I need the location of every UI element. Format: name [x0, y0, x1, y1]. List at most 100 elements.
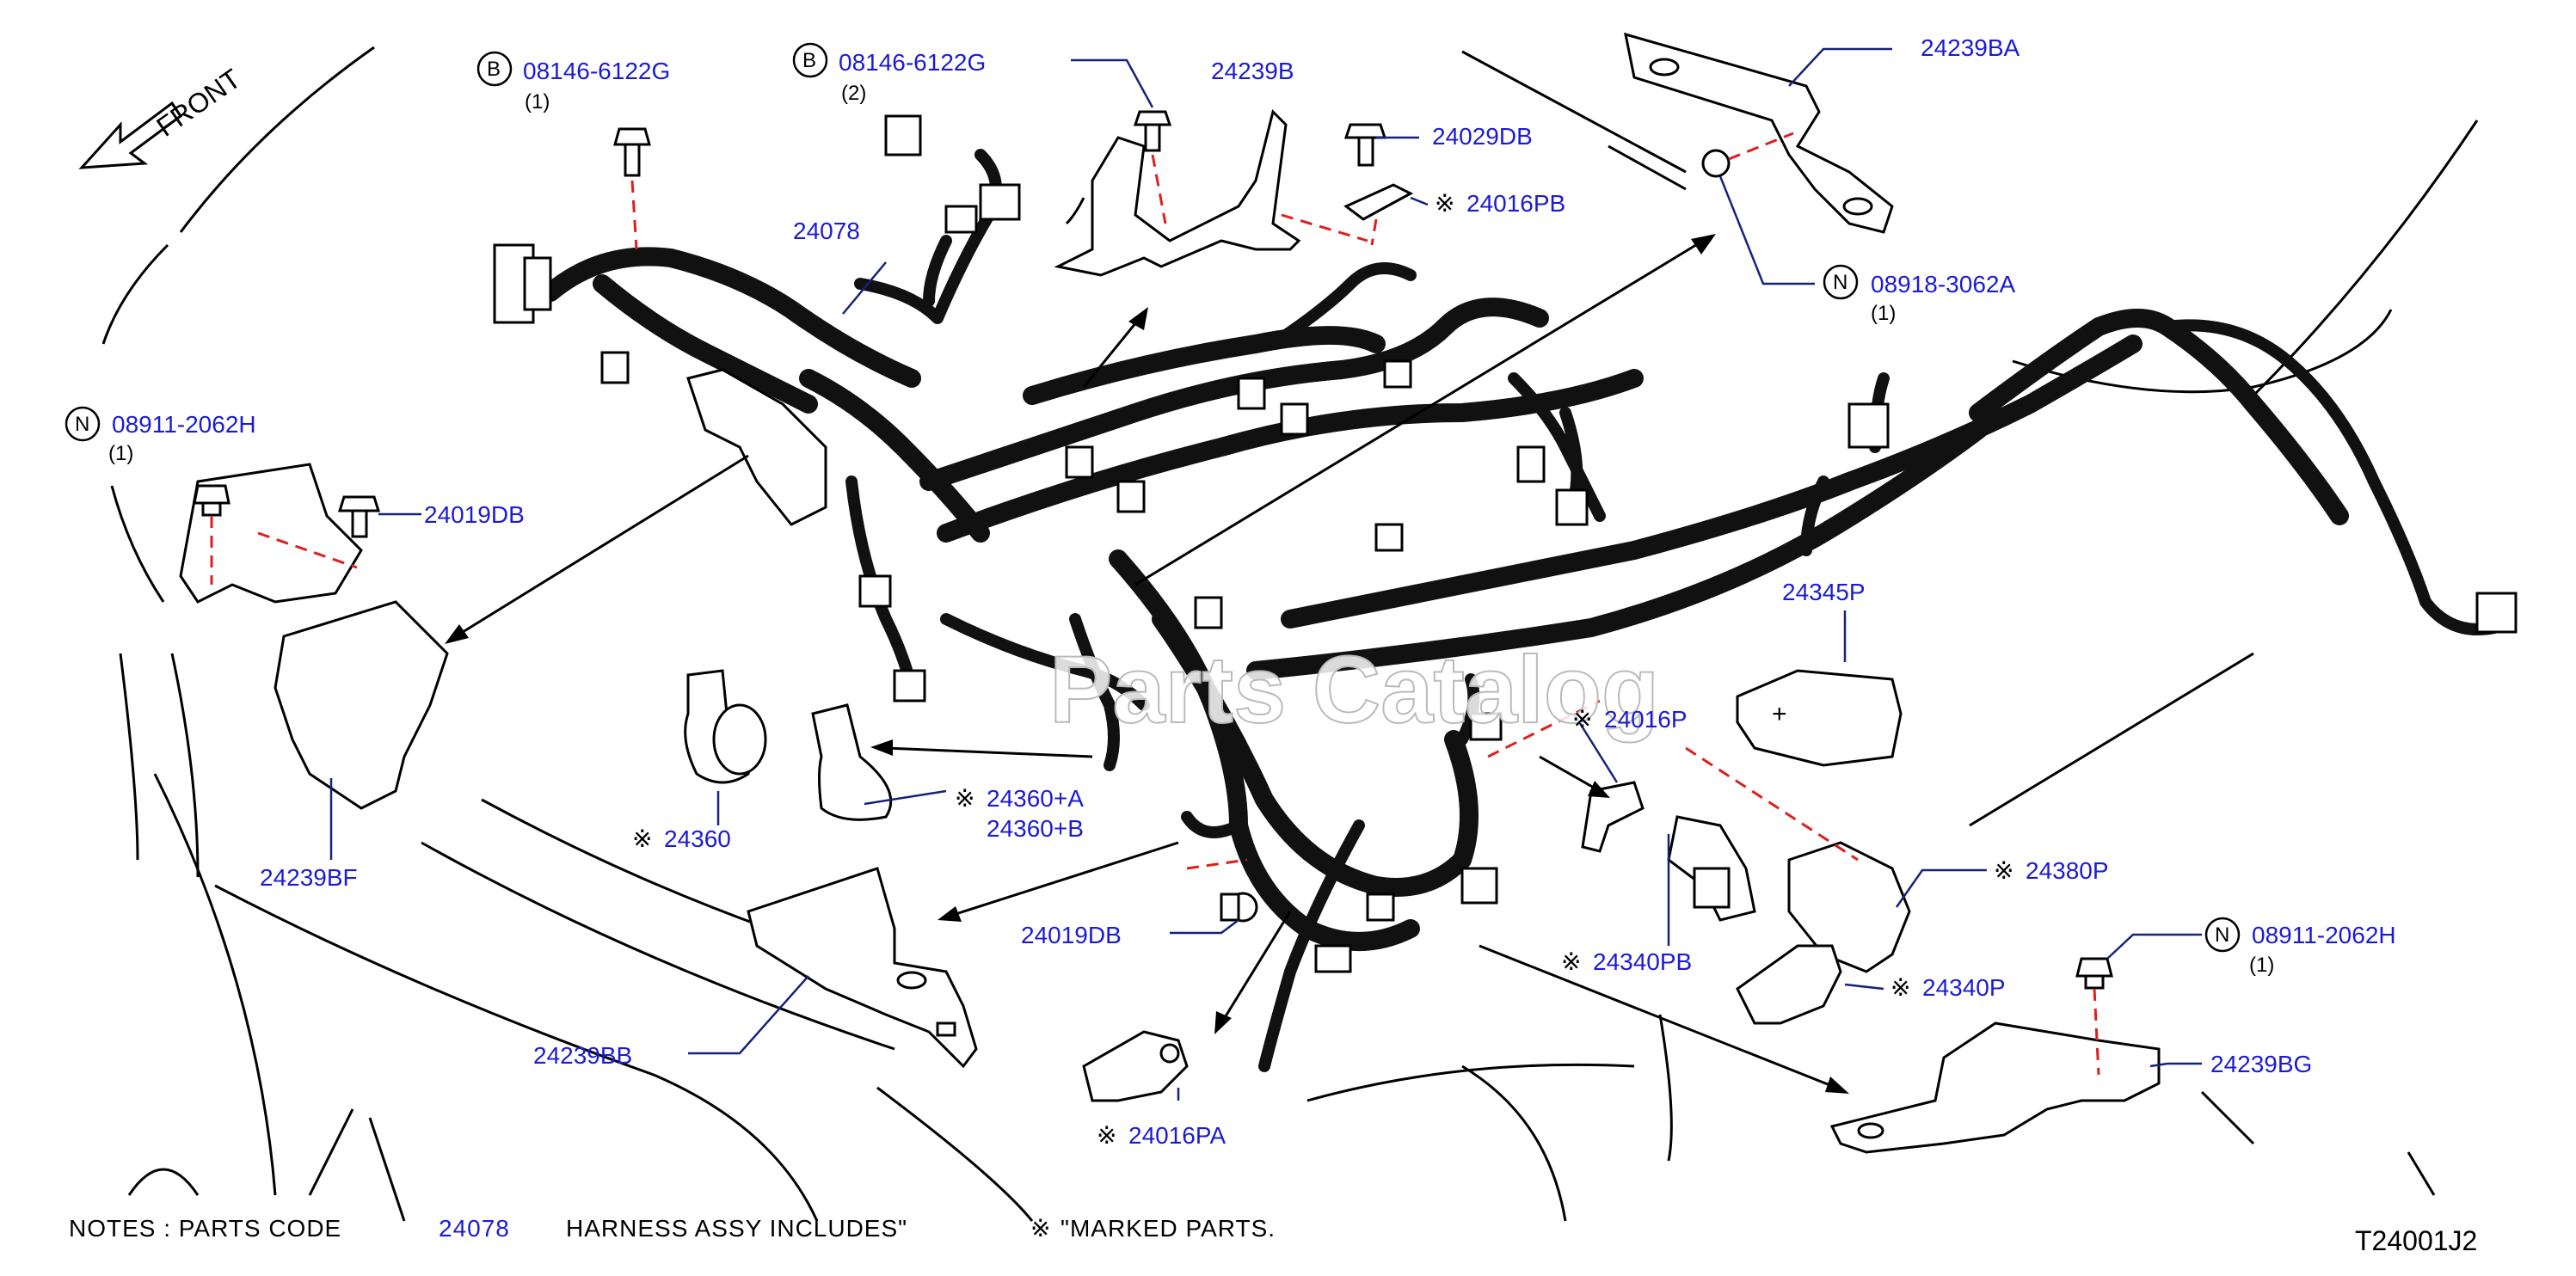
callout-18-part[interactable]: 24345P — [1782, 579, 1866, 605]
connector-icon — [1116, 480, 1146, 513]
connector-icon — [523, 256, 552, 311]
bolt-icon — [613, 127, 651, 177]
notes-code: 24078 — [439, 1215, 510, 1242]
bolt-icon — [337, 495, 381, 538]
terminal-24340p-icon — [1736, 944, 1842, 1025]
bolt-symbol-icon — [476, 51, 513, 87]
callout-9-qty: (1) — [108, 442, 133, 465]
callout-12-part[interactable]: 24360 — [664, 825, 731, 852]
callout-7-part[interactable]: 08918-3062A — [1871, 271, 2015, 298]
connector-icon — [858, 574, 892, 608]
callout-2-mark: B — [802, 49, 816, 72]
connector-icon — [979, 183, 1021, 221]
callout-22-part[interactable]: 24340P — [1922, 974, 2006, 1001]
callout-21-part[interactable]: 24380P — [2026, 857, 2109, 884]
nut-icon — [1701, 149, 1731, 178]
callout-2-part[interactable]: 08146-6122G — [839, 49, 986, 76]
connector-icon — [1460, 867, 1498, 905]
cover-24360a-icon — [811, 703, 893, 821]
nut-symbol-icon — [65, 406, 101, 442]
callout-20-part[interactable]: 24340PB — [1593, 948, 1692, 975]
harness-bracket-icon — [686, 368, 827, 526]
front-arrow-icon — [78, 101, 183, 169]
figure-code: T24001J2 — [2355, 1225, 2477, 1256]
callout-3-part[interactable]: 24239B — [1211, 58, 1294, 84]
bracket-24239bb-icon — [747, 867, 978, 1069]
callout-4-part[interactable]: 24029DB — [1432, 123, 1533, 150]
callout-23-qty: (1) — [2249, 954, 2274, 977]
connector-icon — [944, 205, 978, 234]
callout-6-part[interactable]: 24239BA — [1921, 34, 2020, 61]
callout-16-part[interactable]: 24239BB — [533, 1042, 632, 1069]
connector-icon — [1555, 488, 1589, 526]
bracket-24239bg-icon — [1829, 1021, 2161, 1154]
callout-23-part[interactable]: 08911-2062H — [2252, 922, 2396, 948]
nut-symbol-icon — [2204, 917, 2241, 953]
connector-icon — [1383, 359, 1412, 389]
callout-24-part[interactable]: 24239BG — [2210, 1051, 2312, 1077]
callout-23-mark: N — [2215, 923, 2229, 947]
connector-icon — [1314, 944, 1352, 973]
callout-17-star: ※ — [1097, 1122, 1116, 1149]
terminal-24380p-icon — [1787, 841, 1911, 973]
callout-1-part[interactable]: 08146-6122G — [523, 58, 670, 84]
explode-arrows — [445, 234, 1849, 1094]
callout-13-part[interactable]: 24360+A — [987, 785, 1084, 812]
callout-19-part[interactable]: 24016P — [1604, 706, 1688, 733]
connector-icon — [1280, 402, 1309, 436]
connector-icon — [1847, 402, 1890, 449]
bolt-icon — [1133, 110, 1172, 152]
bolt-symbol-icon — [792, 42, 828, 78]
callout-1-mark: B — [487, 58, 501, 81]
front-label: FRONT — [151, 63, 246, 143]
nut-icon — [2075, 957, 2113, 990]
connector-icon — [1065, 445, 1094, 479]
callout-7-qty: (1) — [1871, 302, 1896, 325]
connector-icon — [600, 351, 630, 384]
connector-icon — [1366, 893, 1395, 922]
connector-icon — [1374, 523, 1404, 552]
clip-24016pb-icon — [1343, 183, 1414, 221]
callout-15-part[interactable]: 24019DB — [1021, 922, 1122, 948]
callout-13-star: ※ — [955, 785, 974, 812]
notes-mark: ※ — [1030, 1215, 1051, 1242]
callout-5-star: ※ — [1435, 190, 1454, 217]
callout-12-star: ※ — [632, 825, 652, 852]
callout-9-part[interactable]: 08911-2062H — [112, 411, 256, 438]
plus-symbol-icon: + — [1772, 700, 1787, 728]
callout-7-mark: N — [1833, 271, 1847, 294]
callout-14-part[interactable]: 24360+B — [987, 815, 1084, 842]
callout-22-star: ※ — [1891, 974, 1910, 1001]
leader-lines — [329, 47, 2202, 1101]
watermark-text: Parts Catalog — [1049, 637, 1659, 743]
connector-icon — [1194, 596, 1223, 629]
callout-20-star: ※ — [1561, 948, 1581, 975]
clip-24016p-icon — [1581, 781, 1645, 853]
connector-icon — [1516, 445, 1546, 483]
callout-11-part[interactable]: 24239BF — [260, 864, 358, 891]
bolt-icon — [1220, 892, 1258, 923]
connector-icon — [2475, 592, 2518, 634]
callout-2-qty: (2) — [841, 82, 866, 105]
harness-connectors — [493, 114, 2518, 973]
bracket-24239b-icon — [1054, 109, 1301, 277]
notes-middle: HARNESS ASSY INCLUDES" — [566, 1215, 907, 1242]
callout-9-mark: N — [75, 413, 89, 436]
notes-suffix: "MARKED PARTS. — [1061, 1215, 1276, 1242]
notes-prefix: NOTES : PARTS CODE — [69, 1215, 341, 1242]
callout-1-qty: (1) — [525, 90, 550, 113]
connector-icon — [884, 114, 922, 156]
fuse-block-24345p-icon — [1736, 669, 1903, 767]
bracket-24239ba-icon — [1624, 32, 1894, 234]
connector-icon — [893, 669, 926, 702]
terminal-24016pa-icon — [1082, 1030, 1189, 1102]
callout-10-part[interactable]: 24019DB — [424, 501, 525, 528]
callout-17-part[interactable]: 24016PA — [1128, 1122, 1226, 1149]
callout-5-part[interactable]: 24016PB — [1466, 190, 1565, 217]
nut-icon — [193, 484, 231, 517]
connector-icon — [1237, 377, 1266, 410]
callout-8-part[interactable]: 24078 — [793, 218, 860, 244]
callout-19-star: ※ — [1572, 706, 1592, 733]
